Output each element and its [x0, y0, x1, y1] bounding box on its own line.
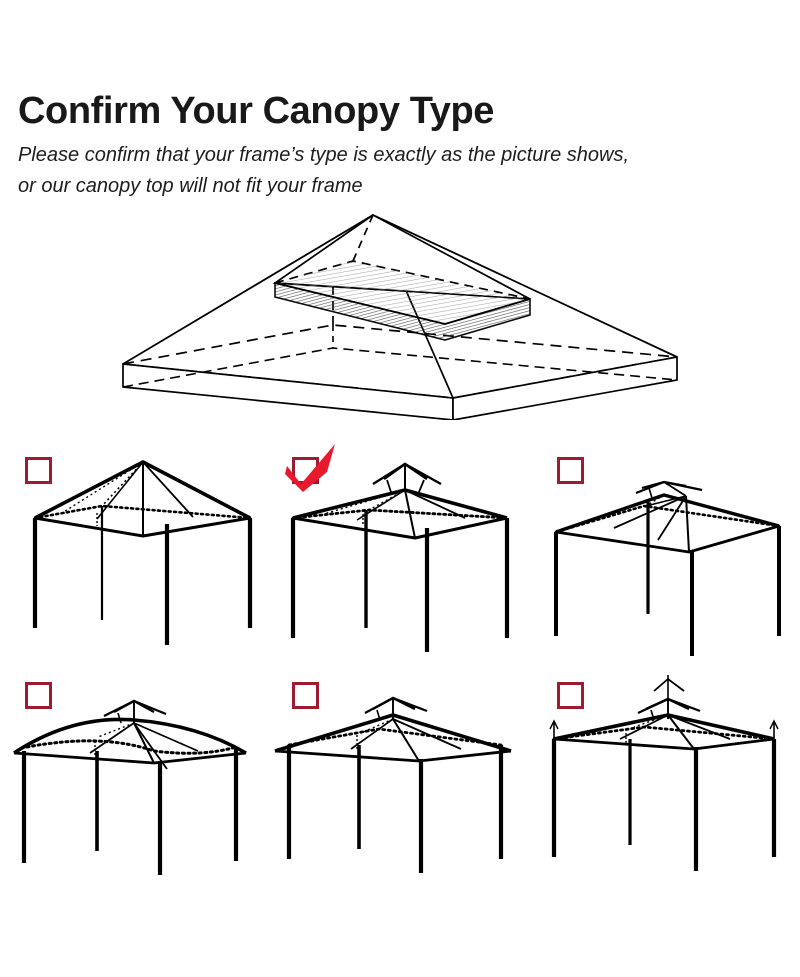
strut-left — [619, 714, 669, 740]
strut-right — [392, 718, 462, 750]
checkbox-option-4[interactable] — [25, 682, 52, 709]
curved-eave-vented-frame-illustration — [13, 699, 247, 875]
checkbox-option-6[interactable] — [557, 682, 584, 709]
option-single-tier-peak-frame[interactable] — [2, 440, 267, 665]
strut-left — [613, 495, 687, 529]
option-two-tier-vented-peak-frame[interactable] — [269, 440, 534, 665]
hip-far-left — [323, 489, 406, 515]
hip-left — [96, 461, 144, 520]
roof-eave-front — [292, 516, 508, 540]
vent-cap-eave — [103, 699, 167, 717]
strut-centre — [685, 495, 690, 553]
strut-rear-left — [633, 714, 669, 728]
vent-band-top-edge — [274, 282, 531, 325]
header: Confirm Your Canopy Type Please confirm … — [18, 90, 788, 202]
strut-centre — [392, 718, 420, 762]
vent-cap-leg-right — [418, 479, 425, 493]
strut-centre — [133, 722, 155, 764]
roof-eave-front — [13, 751, 247, 765]
two-tier-vented-peak-frame-illustration — [290, 462, 510, 652]
wide-eave-vented-frame-illustration — [274, 696, 512, 873]
skirt-front-right — [452, 355, 678, 422]
low-pitch-vented-frame-illustration — [554, 480, 781, 656]
skirt-front-left — [122, 363, 454, 421]
canopy-top-illustration — [122, 213, 678, 422]
vent-cap-leg-left — [386, 479, 392, 493]
strut-hidden — [645, 494, 665, 507]
finial-right-tip — [769, 719, 779, 730]
checkbox-option-2[interactable] — [292, 457, 319, 484]
roof-ridge-front — [274, 713, 512, 753]
roof-eave-rear-dotted — [554, 504, 781, 534]
strut-left — [350, 718, 394, 750]
strut-centre — [667, 714, 695, 750]
checkbox-option-5[interactable] — [292, 682, 319, 709]
strut-right — [667, 714, 731, 740]
vent-cap-eave — [372, 462, 442, 486]
strut-rear-left — [360, 718, 394, 734]
two-tier-canopy-top-diagram — [100, 205, 700, 422]
strut-rear-left — [97, 722, 135, 738]
finial-left-tip — [549, 719, 559, 730]
roof-eave-front — [555, 524, 780, 554]
hip-far-left — [61, 461, 144, 514]
roof-curved-ridge — [13, 717, 247, 755]
hip-right — [142, 461, 194, 518]
vent-cap-eave — [637, 697, 701, 714]
top-spire-cap — [653, 677, 685, 692]
hip-right — [404, 489, 466, 519]
hip-rear-left — [368, 489, 406, 511]
finial-post-vented-frame-illustration — [549, 675, 779, 871]
checkbox-option-3[interactable] — [557, 457, 584, 484]
vent-cap-eave — [364, 696, 428, 714]
roof-eave-front — [274, 749, 512, 763]
subtitle-line-1: Please confirm that your frame’s type is… — [18, 143, 630, 166]
roof-eave-front — [553, 737, 775, 751]
strut-left — [89, 722, 135, 754]
option-finial-post-vented-frame[interactable] — [534, 665, 799, 890]
option-curved-eave-vented-frame[interactable] — [2, 665, 267, 890]
strut-far-right — [133, 722, 199, 752]
canopy-frame-options-grid — [0, 440, 800, 890]
single-tier-peak-frame-illustration — [32, 460, 253, 645]
strut-mid-left — [657, 495, 687, 541]
vent-mesh-upper — [275, 261, 530, 324]
page-title: Confirm Your Canopy Type — [18, 90, 494, 132]
roof-eave-rear-dotted — [25, 739, 238, 755]
vent-cap-leg-left — [648, 487, 653, 499]
option-wide-eave-vented-frame[interactable] — [269, 665, 534, 890]
hip-centre — [404, 489, 416, 539]
subtitle-line-2: or our canopy top will not fit your fram… — [18, 174, 363, 197]
strut-rear-left — [645, 495, 687, 507]
checkbox-option-1[interactable] — [25, 457, 52, 484]
vent-cap-post — [663, 481, 687, 497]
option-low-pitch-vented-frame[interactable] — [534, 440, 799, 665]
